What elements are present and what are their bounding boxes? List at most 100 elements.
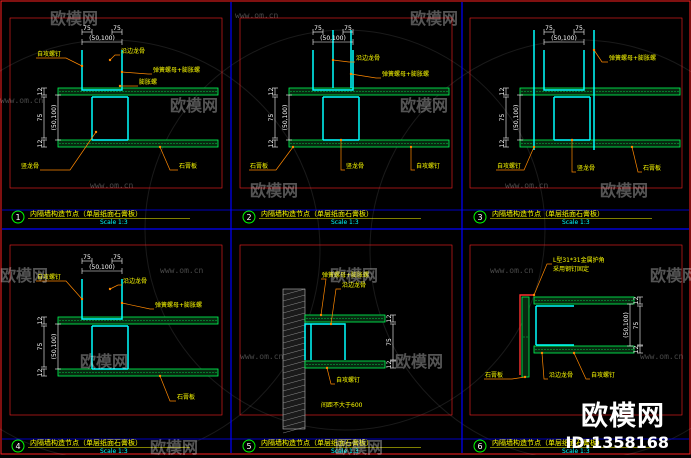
board-hatch-dot xyxy=(380,143,382,144)
board-hatch-dot xyxy=(595,349,597,350)
leader-line xyxy=(330,288,341,325)
board-hatch-dot xyxy=(62,91,64,92)
label-gypsum-board: 石膏板 xyxy=(179,162,197,170)
board-hatch-dot xyxy=(173,320,175,321)
board-hatch-dot xyxy=(377,143,379,144)
board-hatch-dot xyxy=(68,372,70,373)
board-hatch-dot xyxy=(152,143,154,144)
board-hatch-dot xyxy=(158,91,160,92)
board-hatch-dot xyxy=(104,143,106,144)
board-hatch-dot xyxy=(131,143,133,144)
leader-dot xyxy=(158,145,162,149)
board-hatch-dot xyxy=(98,91,100,92)
board-hatch-dot xyxy=(360,364,362,365)
board-hatch-dot xyxy=(574,349,576,350)
board-hatch-dot xyxy=(311,143,313,144)
board-hatch-dot xyxy=(563,143,565,144)
wall-hatch-line xyxy=(282,300,306,308)
board-hatch-dot xyxy=(434,91,436,92)
leader-dot xyxy=(592,48,596,52)
board-hatch-dot xyxy=(74,143,76,144)
board-hatch-dot xyxy=(65,372,67,373)
board-hatch-dot xyxy=(413,143,415,144)
dim-side-a: 12 xyxy=(499,88,506,96)
board-hatch-dot xyxy=(290,143,292,144)
board-hatch-dot xyxy=(125,320,127,321)
panel-title: 内隔墙构造节点（单层纸面石膏板） xyxy=(30,209,142,218)
leader-line xyxy=(121,71,152,75)
board-hatch-dot xyxy=(378,364,380,365)
board-hatch-dot xyxy=(329,91,331,92)
board-hatch-dot xyxy=(357,318,359,319)
board-hatch-dot xyxy=(311,91,313,92)
board-hatch-dot xyxy=(629,91,631,92)
board-hatch-dot xyxy=(541,349,543,350)
board-hatch-dot xyxy=(602,91,604,92)
dim-side-c: 12 xyxy=(499,140,506,148)
board-hatch-dot xyxy=(215,320,217,321)
board-hatch-dot xyxy=(351,318,353,319)
board-hatch-dot xyxy=(619,300,621,301)
board-hatch-dot xyxy=(146,372,148,373)
wall-hatch-line xyxy=(282,312,306,320)
board-hatch-dot xyxy=(566,143,568,144)
board-hatch-dot xyxy=(437,143,439,144)
board-hatch-dot xyxy=(116,372,118,373)
panel-number: 4 xyxy=(15,442,20,451)
board-hatch-dot xyxy=(342,364,344,365)
board-hatch-dot xyxy=(536,91,538,92)
leader-line xyxy=(320,278,327,316)
board-hatch-dot xyxy=(326,91,328,92)
track-keel xyxy=(312,50,354,91)
watermark-url-5: www.om.cn xyxy=(160,266,204,275)
board-hatch-dot xyxy=(182,372,184,373)
board-hatch-dot xyxy=(608,143,610,144)
board-hatch-dot xyxy=(351,364,353,365)
board-hatch-dot xyxy=(541,300,543,301)
board-hatch-dot xyxy=(77,143,79,144)
label-gypsum-board: 石膏板 xyxy=(485,371,503,379)
board-hatch-dot xyxy=(107,143,109,144)
board-hatch-dot xyxy=(547,300,549,301)
board-hatch-dot xyxy=(562,300,564,301)
board-hatch-dot xyxy=(191,143,193,144)
board-hatch-dot xyxy=(299,91,301,92)
board-hatch-dot xyxy=(176,320,178,321)
board-hatch-dot xyxy=(324,318,326,319)
board-hatch-dot xyxy=(98,372,100,373)
board-hatch-dot xyxy=(544,300,546,301)
board-hatch-dot xyxy=(604,349,606,350)
board-hatch-dot xyxy=(434,143,436,144)
board-hatch-dot xyxy=(110,320,112,321)
label-self-tapping-screw: 自攻螺钉 xyxy=(336,376,360,384)
board-hatch-dot xyxy=(191,372,193,373)
board-hatch-dot xyxy=(131,372,133,373)
leader-dot xyxy=(94,130,98,134)
board-hatch-dot xyxy=(155,320,157,321)
board-hatch-dot xyxy=(381,318,383,319)
dim-side-mid: (50,100) xyxy=(282,105,289,131)
board-hatch-dot xyxy=(119,372,121,373)
board-hatch-dot xyxy=(521,143,523,144)
board-hatch-dot xyxy=(526,336,528,338)
watermark-1: 欧模网 xyxy=(50,9,99,28)
wall-hatch-line xyxy=(282,408,306,416)
board-hatch-dot xyxy=(631,349,633,350)
board-hatch-dot xyxy=(188,91,190,92)
board-hatch-dot xyxy=(386,143,388,144)
board-hatch-dot xyxy=(350,143,352,144)
board-hatch-dot xyxy=(338,91,340,92)
board-hatch-dot xyxy=(62,320,64,321)
board-hatch-dot xyxy=(92,91,94,92)
board-hatch-dot xyxy=(560,143,562,144)
board-hatch-dot xyxy=(71,143,73,144)
board-hatch-dot xyxy=(161,372,163,373)
board-hatch-dot xyxy=(592,300,594,301)
board-hatch-dot xyxy=(631,300,633,301)
board-hatch-dot xyxy=(146,91,148,92)
board-hatch-dot xyxy=(62,372,64,373)
board-hatch-dot xyxy=(116,143,118,144)
board-hatch-dot xyxy=(542,143,544,144)
